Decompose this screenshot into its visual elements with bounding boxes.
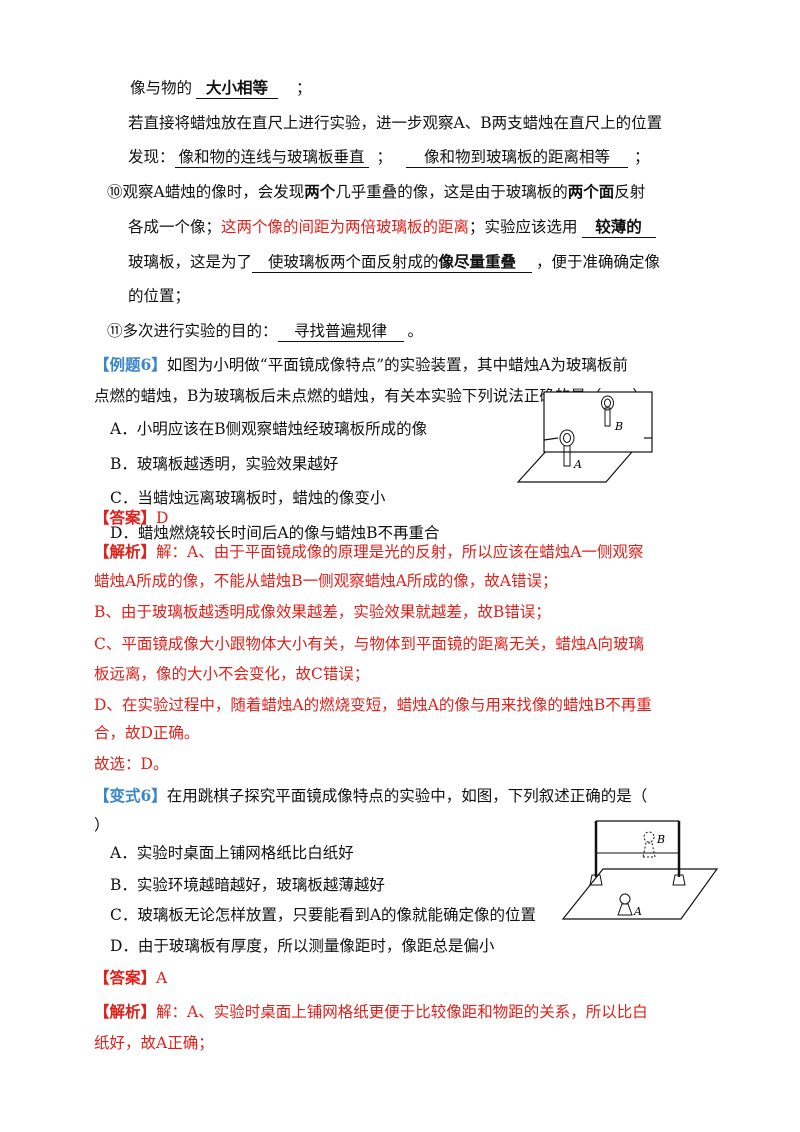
- figure-label-b: B: [656, 833, 665, 846]
- bold-text: 像尽量重叠: [438, 252, 517, 271]
- answer-blank: 较薄的: [581, 217, 656, 238]
- line-item-11: ⑪多次进行实验的目的：寻找普遍规律。: [107, 320, 423, 342]
- variant6-question-line1: 【变式6】在用跳棋子探究平面镜成像特点的实验中，如图，下列叙述正确的是（: [94, 785, 647, 807]
- text: ⑪多次进行实验的目的：: [107, 322, 278, 340]
- example-tag: 【例题6】: [94, 355, 167, 374]
- text: 解：A、实验时桌面上铺网格纸更便于比较像距和物距的关系，所以比白: [156, 1003, 648, 1021]
- line-purpose: 玻璃板，这是为了使玻璃板两个面反射成的像尽量重叠，便于准确确定像: [128, 251, 660, 273]
- example6-analysis-line1: 【解析】解：A、由于平面镜成像的原理是光的反射，所以应该在蜡烛A一侧观察: [94, 541, 643, 563]
- example6-analysis-line3: B、由于玻璃板越透明成像效果越差，实验效果就越差，故B错误；: [94, 603, 551, 621]
- example6-option-c: C．当蜡烛远离玻璃板时，蜡烛的像变小: [110, 489, 386, 507]
- line-item-10: ⑩观察A蜡烛的像时，会发现两个几乎重叠的像，这是由于玻璃板的两个面反射: [107, 181, 645, 203]
- line-findings: 发现：像和物的连线与玻璃板垂直 ； 像和物到玻璃板的距离相等 ；: [128, 146, 650, 168]
- text: ；: [376, 148, 393, 166]
- line-position: 的位置；: [128, 287, 191, 305]
- text: ⑩观察A蜡烛的像时，会发现: [107, 183, 305, 201]
- text: 发现：: [128, 148, 175, 166]
- example6-figure: B A: [516, 391, 653, 483]
- example6-analysis-line6: D、在实验过程中，随着蜡烛A的燃烧变短，蜡烛A的像与用来找像的蜡烛B不再重: [94, 696, 652, 714]
- text: ，便于准确确定像: [536, 253, 661, 271]
- variant6-question-line2: ）: [94, 816, 110, 834]
- answer-blank: 像和物到玻璃板的距离相等: [406, 147, 629, 168]
- answer-blank: 使玻璃板两个面反射成的像尽量重叠: [252, 252, 533, 273]
- text: 反射: [614, 183, 646, 201]
- example6-option-a: A．小明应该在B侧观察蜡烛经玻璃板所成的像: [110, 420, 428, 438]
- text: ；实验应该选用: [469, 218, 578, 236]
- variant6-option-b: B．实验环境越暗越好，玻璃板越薄越好: [110, 876, 385, 894]
- example6-analysis-line5: 板远离，像的大小不会变化，故C错误；: [94, 665, 370, 683]
- example6-question-line1: 【例题6】如图为小明做“平面镜成像特点”的实验装置，其中蜡烛A为玻璃板前: [94, 354, 628, 376]
- text: 使玻璃板两个面反射成的: [268, 253, 439, 271]
- variant6-analysis-line1: 【解析】解：A、实验时桌面上铺网格纸更便于比较像距和物距的关系，所以比白: [94, 1001, 648, 1023]
- example6-question-line2: 点燃的蜡烛，B为玻璃板后未点燃的蜡烛，有关本实验下列说法正确的是（ ）: [94, 387, 648, 405]
- answer-blank: 大小相等: [196, 78, 279, 99]
- analysis-tag: 【解析】: [94, 1002, 157, 1021]
- answer-value: A: [156, 969, 168, 987]
- text: 几乎重叠的像，这是由于玻璃板的: [335, 183, 568, 201]
- example6-answer: 【答案】D: [94, 507, 168, 529]
- text: 如图为小明做“平面镜成像特点”的实验装置，其中蜡烛A为玻璃板前: [166, 356, 628, 374]
- text: 各成一个像；: [128, 218, 222, 236]
- line-two-images: 各成一个像；这两个像的间距为两倍玻璃板的距离；实验应该选用较薄的: [128, 216, 656, 238]
- text: ；: [296, 79, 312, 97]
- red-text: 这两个像的间距为两倍玻璃板的距离: [221, 218, 470, 236]
- example6-analysis-line2: 蜡烛A所成的像，不能从蜡烛B一侧观察蜡烛A所成的像，故A错误；: [94, 572, 558, 590]
- variant6-option-c: C．玻璃板无论怎样放置，只要能看到A的像就能确定像的位置: [110, 906, 537, 924]
- answer-tag: 【答案】: [94, 968, 157, 987]
- variant6-figure: B A: [561, 820, 719, 920]
- answer-value: D: [156, 509, 169, 527]
- variant6-answer: 【答案】A: [94, 967, 167, 989]
- figure-label-a: A: [573, 458, 582, 471]
- variant-tag: 【变式6】: [94, 786, 167, 805]
- text: 在用跳棋子探究平面镜成像特点的实验中，如图，下列叙述正确的是（: [166, 787, 648, 805]
- answer-blank: 像和物的连线与玻璃板垂直: [174, 147, 369, 168]
- bold-text: 两个: [304, 182, 336, 201]
- text: 玻璃板，这是为了: [128, 253, 253, 271]
- example6-option-b: B．玻璃板越透明，实验效果越好: [110, 455, 339, 473]
- answer-blank: 寻找普遍规律: [277, 321, 404, 342]
- text: 。: [407, 322, 424, 340]
- text: 解：A、由于平面镜成像的原理是光的反射，所以应该在蜡烛A一侧观察: [156, 543, 644, 561]
- answer-tag: 【答案】: [94, 508, 157, 527]
- line-ruler-observation: 若直接将蜡烛放在直尺上进行实验，进一步观察A、B两支蜡烛在直尺上的位置: [128, 114, 663, 132]
- line-image-object-size: 像与物的大小相等 ；: [130, 77, 312, 99]
- text: ；: [634, 148, 650, 166]
- variant6-option-a: A．实验时桌面上铺网格纸比白纸好: [110, 844, 354, 862]
- example6-analysis-line4: C、平面镜成像大小跟物体大小有关，与物体到平面镜的距离无关，蜡烛A向玻璃: [94, 635, 645, 653]
- bold-text: 两个面: [567, 182, 615, 201]
- example6-option-d: D．蜡烛燃烧较长时间后A的像与蜡烛B不再重合: [110, 524, 440, 542]
- variant6-analysis-line2: 纸好，故A正确；: [94, 1034, 214, 1052]
- figure-label-a: A: [633, 905, 642, 918]
- figure-label-b: B: [614, 420, 623, 433]
- example6-analysis-line8: 故选：D。: [94, 755, 169, 773]
- text: 像与物的: [130, 79, 193, 97]
- example6-analysis-line7: 合，故D正确。: [94, 724, 200, 742]
- analysis-tag: 【解析】: [94, 542, 157, 561]
- variant6-option-d: D．由于玻璃板有厚度，所以测量像距时，像距总是偏小: [110, 937, 495, 955]
